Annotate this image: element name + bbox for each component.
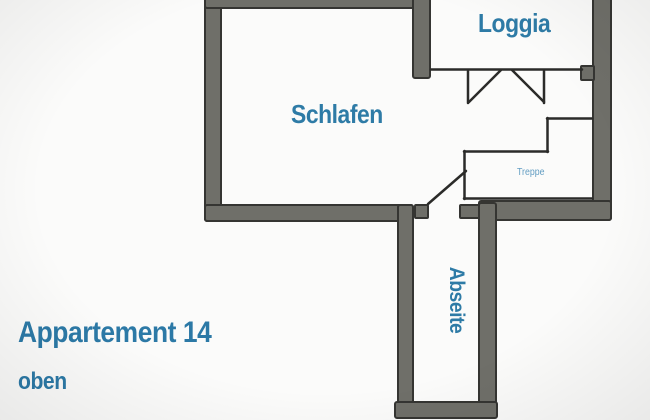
wall-corridor-right xyxy=(478,202,497,419)
door-jamb-right-stub xyxy=(459,204,480,219)
plan-title: Appartement 14 xyxy=(18,316,212,349)
room-label-schlafen: Schlafen xyxy=(291,99,383,129)
loggia-wall-stub xyxy=(580,65,595,81)
wall-bottom-right-section xyxy=(478,200,612,221)
door-jamb-left-stub xyxy=(414,204,429,219)
wall-corridor-bottom xyxy=(394,401,498,419)
wall-schlafen-right xyxy=(412,0,431,79)
wall-schlafen-bottom xyxy=(204,204,414,222)
room-label-loggia: Loggia xyxy=(478,8,551,38)
floor-label: oben xyxy=(18,368,67,395)
wall-right-outer xyxy=(592,0,612,221)
room-label-abseite: Abseite xyxy=(445,266,468,334)
wall-corridor-left xyxy=(397,204,414,419)
double-door-left-swing xyxy=(467,68,503,104)
wall-left xyxy=(204,0,222,222)
hall-door-swing xyxy=(426,169,468,206)
double-door-right-swing xyxy=(510,68,546,104)
wall-top-schlafen xyxy=(204,0,431,9)
room-label-treppe: Treppe xyxy=(517,167,545,178)
